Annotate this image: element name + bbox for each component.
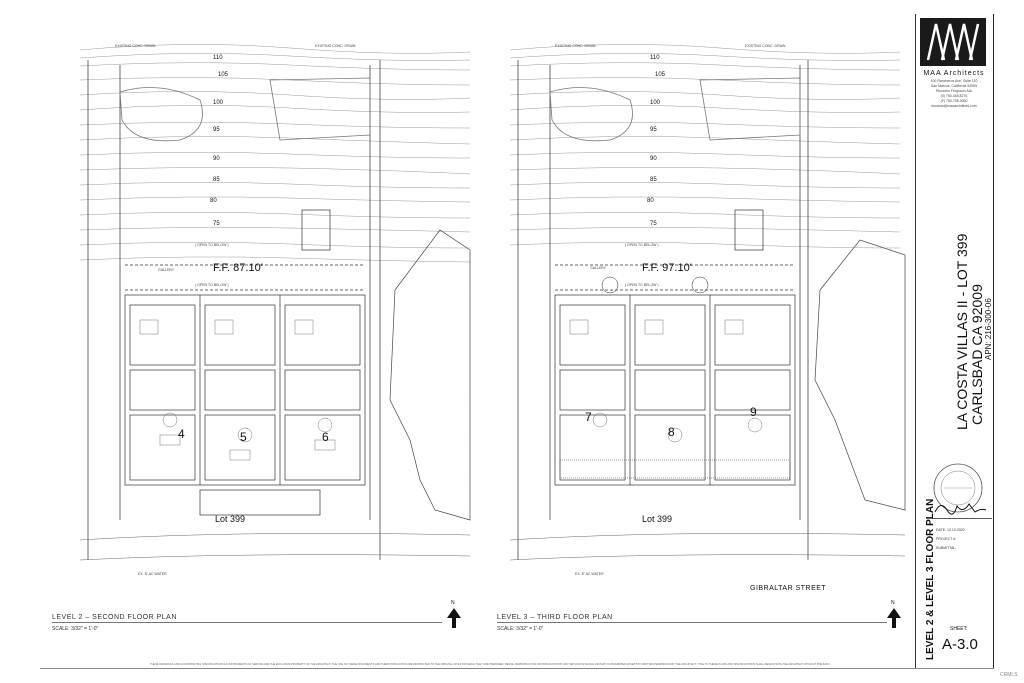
unit-number: 5 (240, 430, 247, 444)
title-block (915, 14, 994, 668)
sheet-title: LEVEL 2 & LEVEL 3 FLOOR PLAN (925, 498, 936, 660)
finished-floor-label: F.F. 87.10' (213, 262, 263, 274)
gallery-label: GALLERY (590, 266, 607, 270)
existing-drain-note: EXISTING CONC. DRAIN (115, 44, 156, 48)
existing-drain-note: EXISTING CONC. DRAIN (555, 44, 596, 48)
water-line-note: EX. 8" AC WATER (575, 572, 604, 576)
elevation-label: 85 (213, 177, 220, 183)
elevation-label: 110 (650, 55, 660, 61)
open-to-below-label: ( OPEN TO BELOW ) (195, 283, 229, 287)
submittal: SUBMITTAL: (936, 546, 957, 550)
sheet-label: SHEET: (950, 626, 968, 632)
level-2-plan-title: LEVEL 2 – SECOND FLOOR PLAN (52, 614, 177, 621)
project-apn: APN: 216-300-06 (984, 298, 993, 360)
level-2-plan-title-underline (52, 622, 442, 623)
elevation-label: 90 (650, 156, 657, 162)
firm-logo (920, 18, 986, 66)
elevation-label: 75 (650, 221, 657, 227)
gallery-label: GALLERY (158, 268, 175, 272)
elevation-label: 85 (650, 177, 657, 183)
sheet-date: DATE: 12.10.2020 (936, 528, 965, 532)
architect-signature (934, 503, 987, 515)
level-3-plan-title-underline (497, 622, 887, 623)
unit-number: 8 (668, 425, 675, 439)
lot-label: Lot 399 (215, 514, 246, 524)
north-label: N (891, 600, 895, 606)
watermark: CRMLS (1000, 672, 1018, 678)
level-3-plan-scale: SCALE: 3/32" = 1'-0" (497, 626, 544, 632)
finished-floor-label: F.F. 97.10' (642, 262, 692, 274)
project-city: CARLSBAD CA 92009 (969, 284, 985, 425)
elevation-label: 90 (213, 156, 220, 162)
street-label: GIBRALTAR STREET (750, 585, 827, 592)
open-to-below-label: ( OPEN TO BELOW ) (195, 243, 229, 247)
sheet-number: A-3.0 (942, 636, 978, 653)
firm-name: MAA Architects (923, 70, 985, 77)
level-3-plan-title: LEVEL 3 – THIRD FLOOR PLAN (497, 614, 613, 621)
elevation-label: 95 (213, 127, 220, 133)
elevation-label: 105 (655, 72, 666, 78)
project-number: PROJECT #: (936, 537, 957, 541)
level-2-floor-plan-drawing (79, 44, 471, 561)
unit-number: 6 (322, 430, 329, 444)
unit-number: 7 (585, 410, 592, 424)
elevation-label: 75 (213, 221, 220, 227)
elevation-label: 105 (218, 72, 229, 78)
level-2-plan-scale: SCALE: 3/32" = 1'-0" (52, 626, 99, 632)
architect-seal (933, 463, 983, 513)
level-3-floor-plan-drawing (509, 44, 906, 561)
north-label: N (451, 600, 455, 606)
elevation-label: 80 (210, 198, 217, 204)
elevation-label: 80 (647, 198, 654, 204)
water-line-note: EX. 8" AC WATER (138, 572, 167, 576)
project-title: LA COSTA VILLAS II - LOT 399 (954, 233, 970, 430)
open-to-below-label: ( OPEN TO BELOW ) (625, 283, 659, 287)
elevation-label: 100 (213, 100, 224, 106)
elevation-label: 110 (213, 55, 223, 61)
lot-label: Lot 399 (642, 514, 673, 524)
existing-drain-note: EXISTING CONC. DRAIN (315, 44, 356, 48)
unit-number: 9 (750, 405, 757, 419)
title-block-divider (932, 518, 992, 519)
sheet-border-right (993, 14, 994, 669)
elevation-label: 95 (650, 127, 657, 133)
firm-address: 100 Rancheros Ave. Suite 110 San Marcos,… (930, 79, 978, 108)
sheet-border-bottom (40, 668, 994, 669)
existing-drain-note: EXISTING CONC. DRAIN (745, 44, 786, 48)
unit-number: 4 (178, 427, 185, 441)
elevation-label: 100 (650, 100, 661, 106)
open-to-below-label: ( OPEN TO BELOW ) (625, 243, 659, 247)
copyright-footer: THESE DRAWINGS AND ACCOMPANYING SPECIFIC… (150, 663, 830, 666)
